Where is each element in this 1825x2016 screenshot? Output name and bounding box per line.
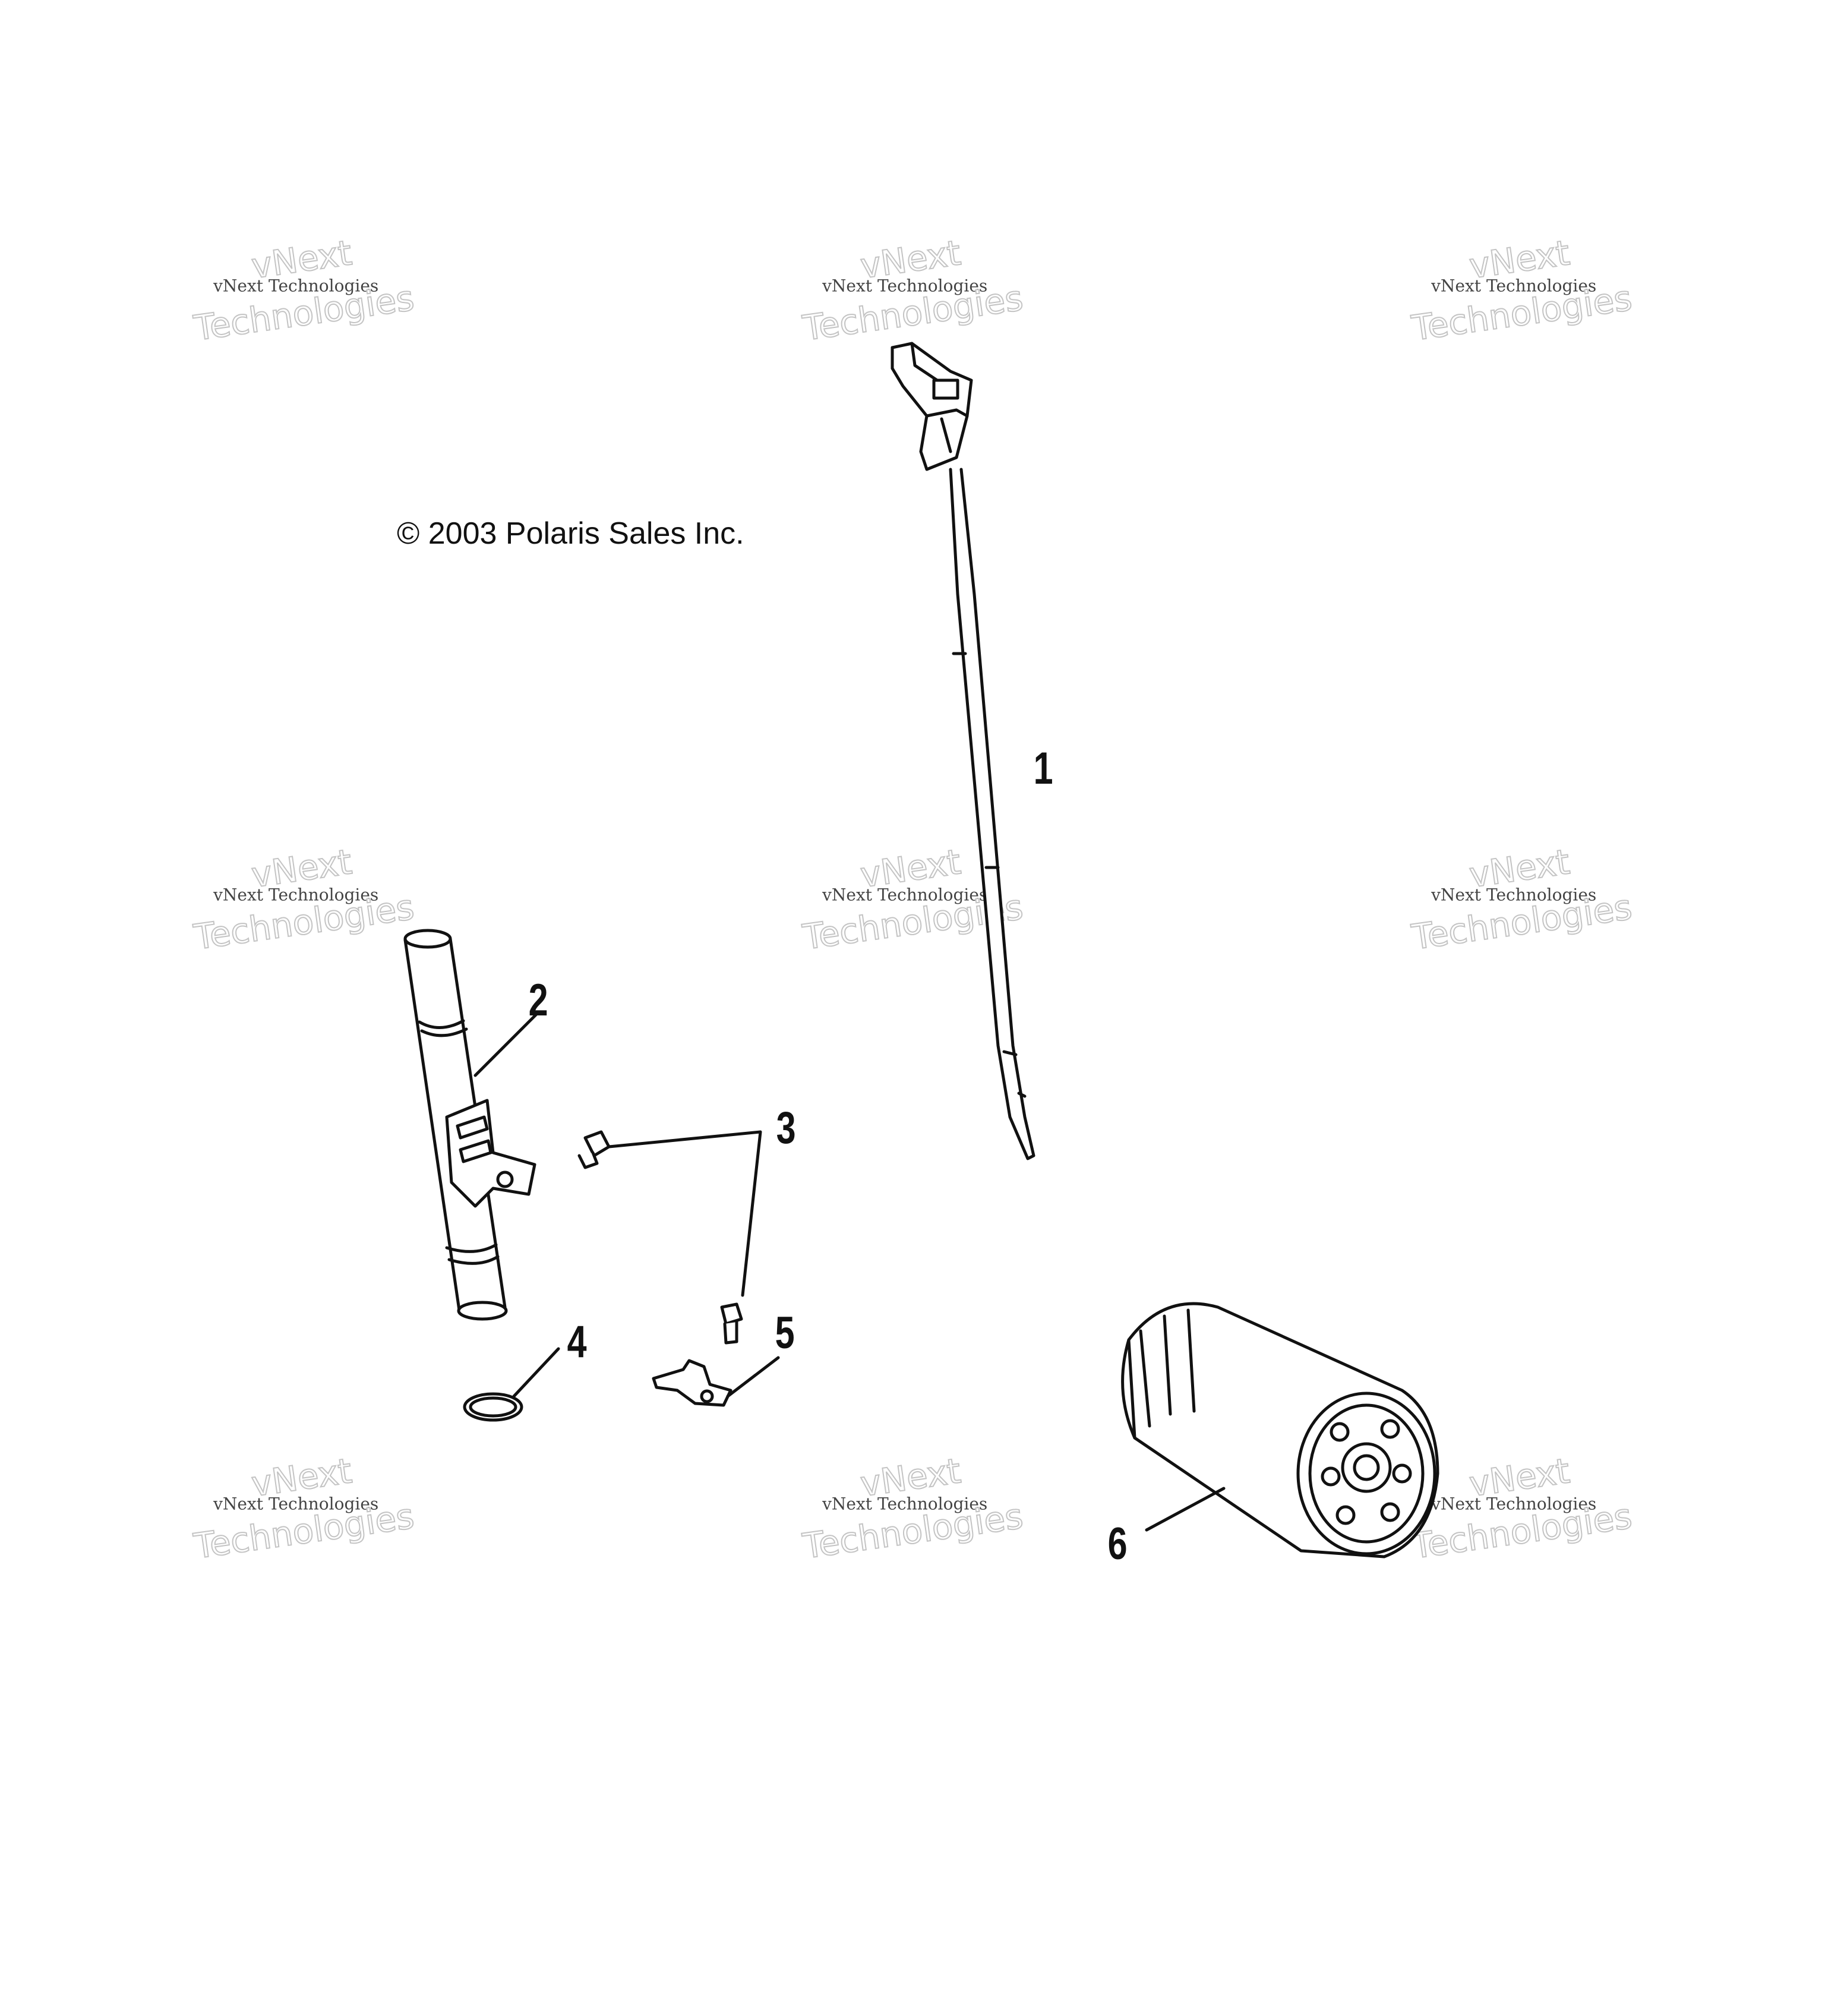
- o-ring-part: [463, 1347, 560, 1422]
- copyright-notice: © 2003 Polaris Sales Inc.: [397, 516, 744, 551]
- oil-filter-part: [1121, 1302, 1439, 1558]
- callout-3: 3: [776, 1103, 796, 1153]
- callout-4: 4: [567, 1317, 587, 1367]
- oil-fill-tube-part: [403, 929, 539, 1321]
- callout-5: 5: [775, 1308, 795, 1358]
- bolt-parts: [577, 1130, 762, 1345]
- dipstick-part: [891, 342, 1035, 1160]
- callout-6: 6: [1107, 1519, 1128, 1569]
- callout-2: 2: [528, 975, 548, 1026]
- bracket-part: [652, 1356, 780, 1407]
- callout-1: 1: [1033, 743, 1053, 794]
